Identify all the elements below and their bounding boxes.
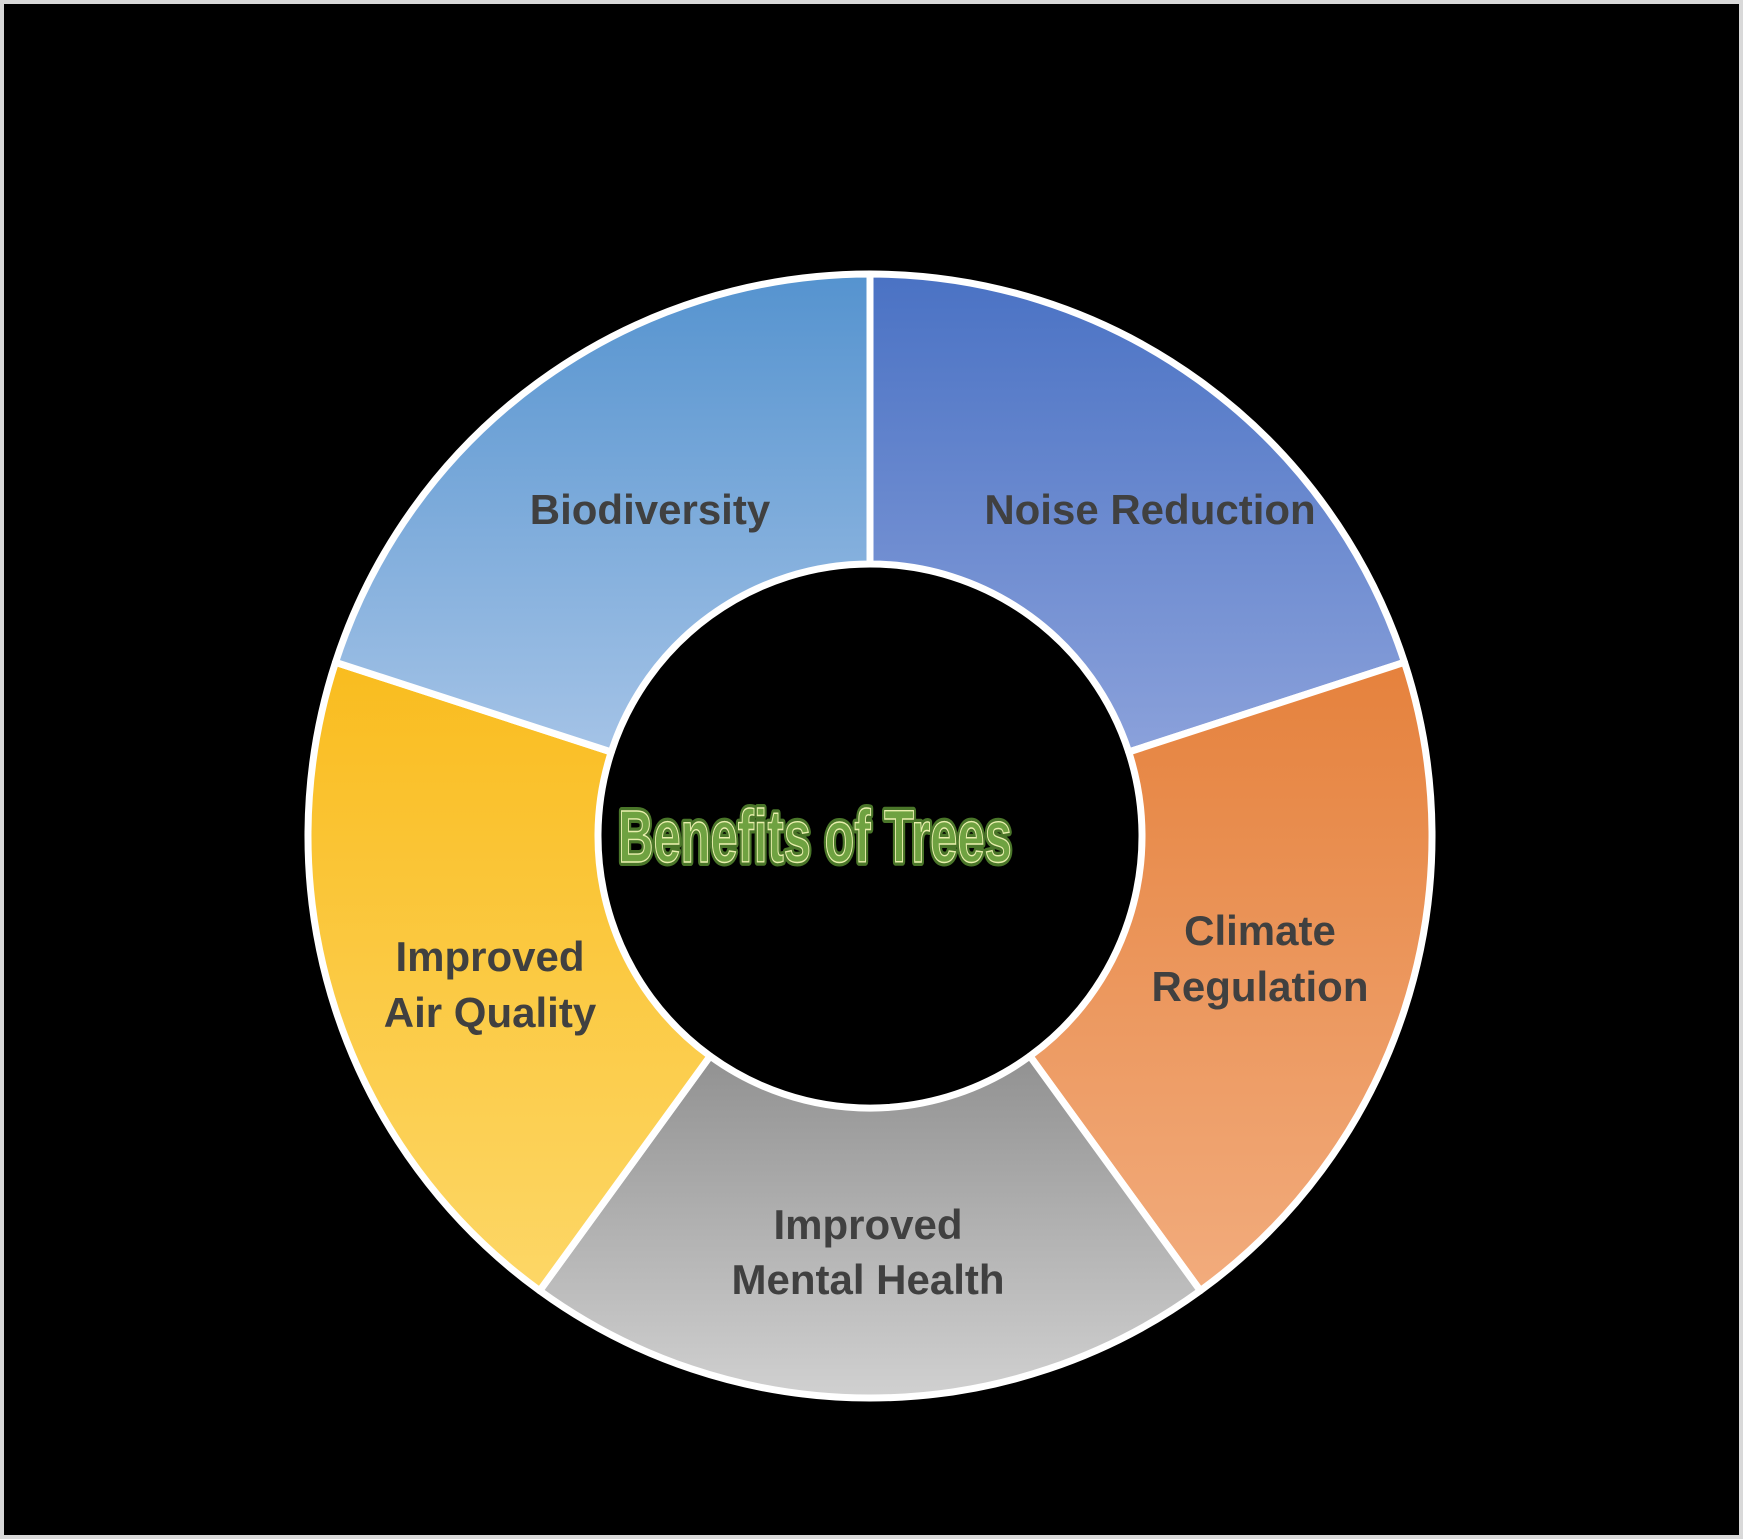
- benefits-of-trees-donut-chart: Noise Reduction Climate Regulation Impro…: [304, 270, 1436, 1402]
- label-mental-line2: Mental Health: [731, 1256, 1004, 1303]
- center-title-outline: Benefits of Trees: [618, 796, 1012, 879]
- label-climate-line2: Regulation: [1152, 963, 1369, 1010]
- label-mental-line1: Improved: [773, 1201, 962, 1248]
- label-biodiversity: Biodiversity: [530, 486, 771, 533]
- label-air-line1: Improved: [395, 933, 584, 980]
- segment-labels: Noise Reduction Climate Regulation Impro…: [384, 486, 1369, 1303]
- segment-climate-regulation[interactable]: [1026, 658, 1436, 1295]
- label-air-line2: Air Quality: [384, 989, 597, 1036]
- segment-improved-mental-health[interactable]: [536, 1052, 1204, 1402]
- label-climate-line1: Climate: [1184, 907, 1336, 954]
- center-title-group: Benefits of Trees Benefits of Trees: [615, 793, 1015, 882]
- segment-improved-air-quality[interactable]: [304, 658, 714, 1295]
- label-noise-reduction: Noise Reduction: [984, 486, 1315, 533]
- segment-noise-reduction[interactable]: [866, 270, 1408, 756]
- segment-biodiversity[interactable]: [332, 270, 874, 756]
- center-title: Benefits of Trees: [618, 796, 1012, 879]
- donut-segments: [304, 270, 1436, 1402]
